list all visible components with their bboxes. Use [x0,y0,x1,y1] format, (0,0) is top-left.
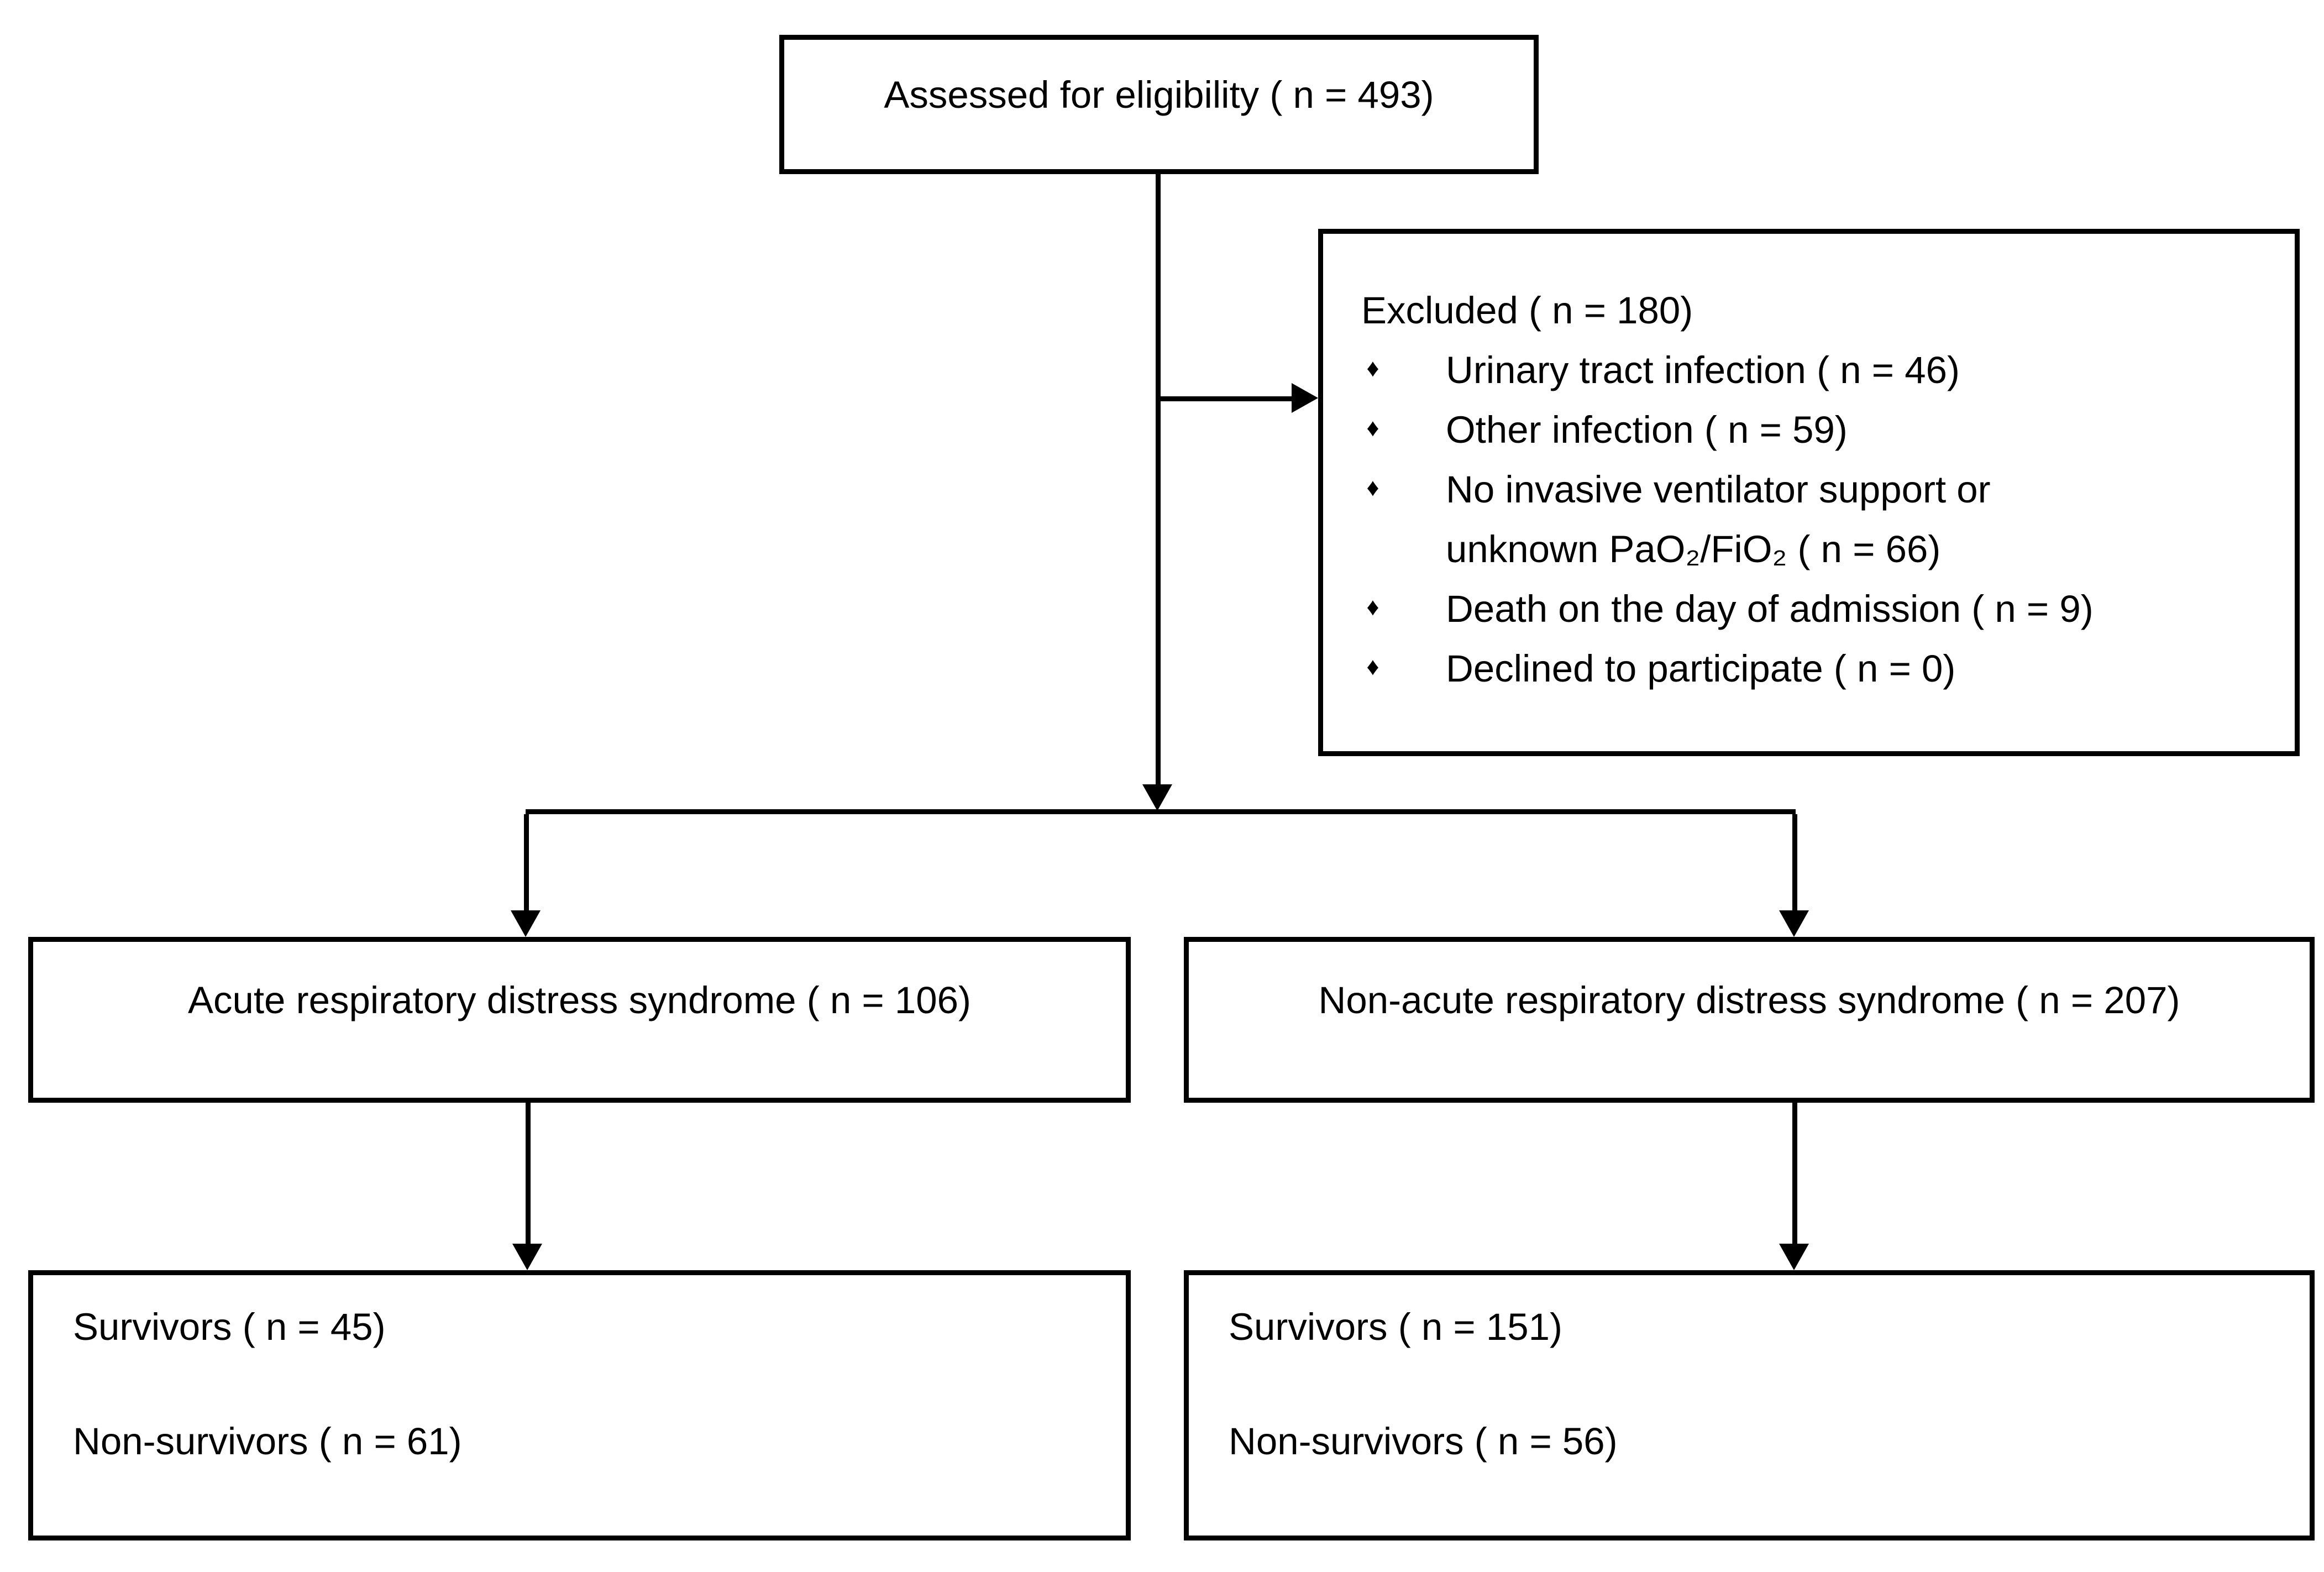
connector-top-vertical [1156,174,1161,784]
arrow-down-icon [512,1244,542,1270]
survivors-label: Survivors ( n = 151) [1229,1305,1563,1348]
diamond-bullet-icon: ♦ [1366,355,1379,383]
excluded-item: ♦ No invasive ventilator support or unkn… [1360,459,2275,579]
assessed-eligibility-label: Assessed for eligibility ( n = 493) [884,73,1434,116]
excluded-item-label: Other infection ( n = 59) [1446,408,1848,451]
non-ards-outcomes-box: Survivors ( n = 151) Non-survivors ( n =… [1184,1270,2315,1540]
ards-label: Acute respiratory distress syndrome ( n … [187,978,972,1021]
non-survivors-label: Non-survivors ( n = 61) [73,1419,462,1463]
arrow-down-icon [1779,1244,1809,1270]
excluded-item-label: Urinary tract infection ( n = 46) [1446,348,1960,391]
diamond-bullet-icon: ♦ [1366,653,1379,682]
diamond-bullet-icon: ♦ [1366,474,1379,502]
connector-left-outcome-drop [526,1103,531,1245]
connector-split-bar [526,809,1796,814]
survivors-label: Survivors ( n = 45) [73,1305,386,1348]
arrow-right-icon [1292,383,1318,413]
connector-left-drop [524,814,529,912]
excluded-item: ♦ Other infection ( n = 59) [1360,400,2275,459]
assessed-eligibility-box: Assessed for eligibility ( n = 493) [779,35,1539,174]
excluded-item: ♦ Urinary tract infection ( n = 46) [1360,340,2275,400]
excluded-item: ♦ Declined to participate ( n = 0) [1360,638,2275,698]
excluded-item: ♦ Death on the day of admission ( n = 9) [1360,579,2275,638]
non-ards-box: Non-acute respiratory distress syndrome … [1184,937,2315,1103]
arrow-down-icon [1142,784,1172,811]
excluded-item-label: Declined to participate ( n = 0) [1446,647,1956,690]
diamond-bullet-icon: ♦ [1366,594,1379,622]
ards-outcomes-box: Survivors ( n = 45) Non-survivors ( n = … [28,1270,1131,1540]
arrow-down-icon [1779,910,1809,937]
excluded-item-label: No invasive ventilator support or unknow… [1446,468,1991,570]
connector-excluded-horizontal [1159,396,1293,401]
non-survivors-label: Non-survivors ( n = 56) [1229,1419,1618,1463]
arrow-down-icon [511,910,541,937]
ards-box: Acute respiratory distress syndrome ( n … [28,937,1131,1103]
connector-right-outcome-drop [1792,1103,1797,1245]
excluded-box: Excluded ( n = 180) ♦ Urinary tract infe… [1318,229,2300,756]
non-ards-label: Non-acute respiratory distress syndrome … [1318,978,2180,1021]
excluded-item-label: Death on the day of admission ( n = 9) [1446,587,2094,630]
diamond-bullet-icon: ♦ [1366,415,1379,443]
excluded-title: Excluded ( n = 180) [1361,289,1693,332]
connector-right-drop [1792,814,1797,912]
